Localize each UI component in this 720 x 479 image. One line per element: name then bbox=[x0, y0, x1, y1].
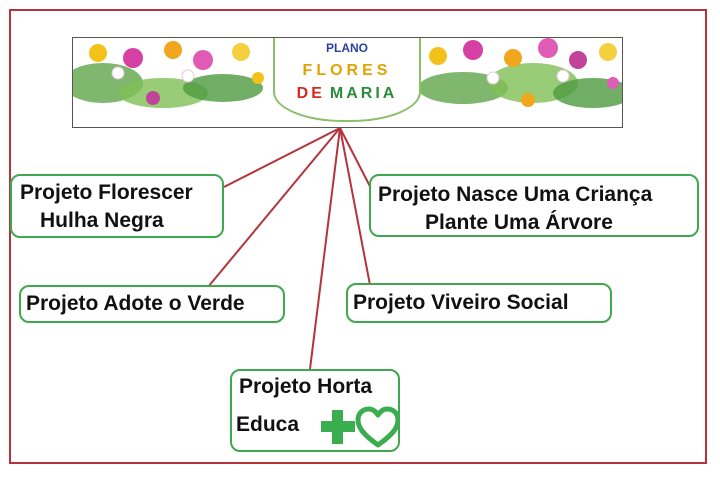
plus-icon bbox=[321, 410, 355, 444]
banner-flores: FLORES bbox=[302, 62, 392, 79]
node-projeto-viveiro-social: Projeto Viveiro Social bbox=[346, 283, 612, 323]
connector-florescer bbox=[223, 127, 341, 188]
node-horta-line1: Projeto Horta bbox=[239, 375, 373, 398]
banner-plano: PLANO bbox=[326, 41, 368, 55]
node-horta-line2: Educa bbox=[236, 413, 300, 436]
node-projeto-nasce-uma-crianca: Projeto Nasce Uma Criança Plante Uma Árv… bbox=[369, 174, 699, 237]
banner-de: DE bbox=[296, 85, 325, 102]
node-projeto-adote-o-verde: Projeto Adote o Verde bbox=[19, 285, 285, 323]
flower-decoration bbox=[73, 38, 622, 108]
node-projeto-horta-educa: Projeto Horta Educa bbox=[230, 369, 400, 452]
node-nasce-line2: Plante Uma Árvore bbox=[425, 211, 613, 234]
node-adote-line1: Projeto Adote o Verde bbox=[26, 292, 245, 315]
outer-frame bbox=[9, 9, 707, 464]
heart-icon bbox=[355, 406, 400, 448]
banner-maria: MARIA bbox=[329, 85, 398, 102]
plus-heart-icons bbox=[321, 406, 400, 448]
node-florescer-line2: Hulha Negra bbox=[40, 209, 164, 232]
node-viveiro-line1: Projeto Viveiro Social bbox=[353, 291, 569, 314]
node-nasce-line1: Projeto Nasce Uma Criança bbox=[378, 183, 653, 206]
node-florescer-line1: Projeto Florescer bbox=[20, 181, 193, 204]
connector-viveiro bbox=[339, 127, 371, 286]
connector-adote bbox=[207, 127, 341, 288]
node-projeto-florescer: Projeto Florescer Hulha Negra bbox=[10, 174, 224, 238]
connector-horta bbox=[309, 127, 341, 370]
